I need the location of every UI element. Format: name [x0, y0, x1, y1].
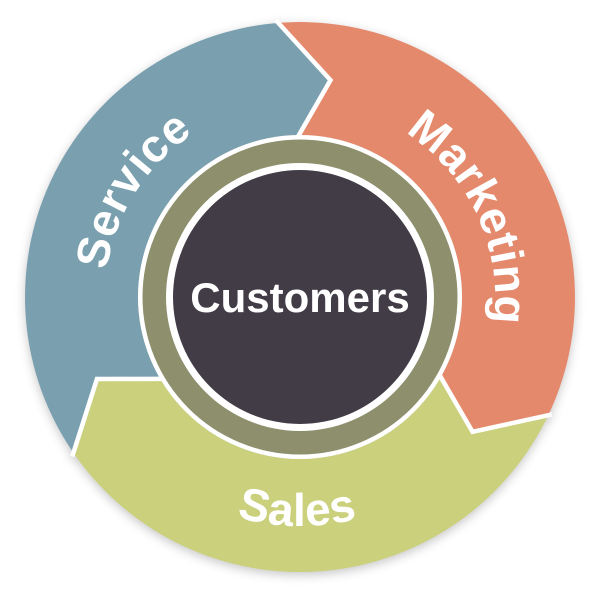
segment-sales — [74, 375, 550, 573]
center-label: Customers — [190, 274, 409, 321]
segment-label-sales-text: Sales — [234, 477, 359, 537]
segment-gap-lower-left — [70, 376, 164, 458]
segment-gap-lower-right — [437, 372, 553, 435]
segment-marketing — [276, 22, 575, 432]
segment-gap-top — [274, 18, 334, 140]
segment-service — [25, 23, 331, 455]
hub-center-disc — [173, 170, 427, 424]
segment-label-sales: Sales — [234, 477, 359, 537]
